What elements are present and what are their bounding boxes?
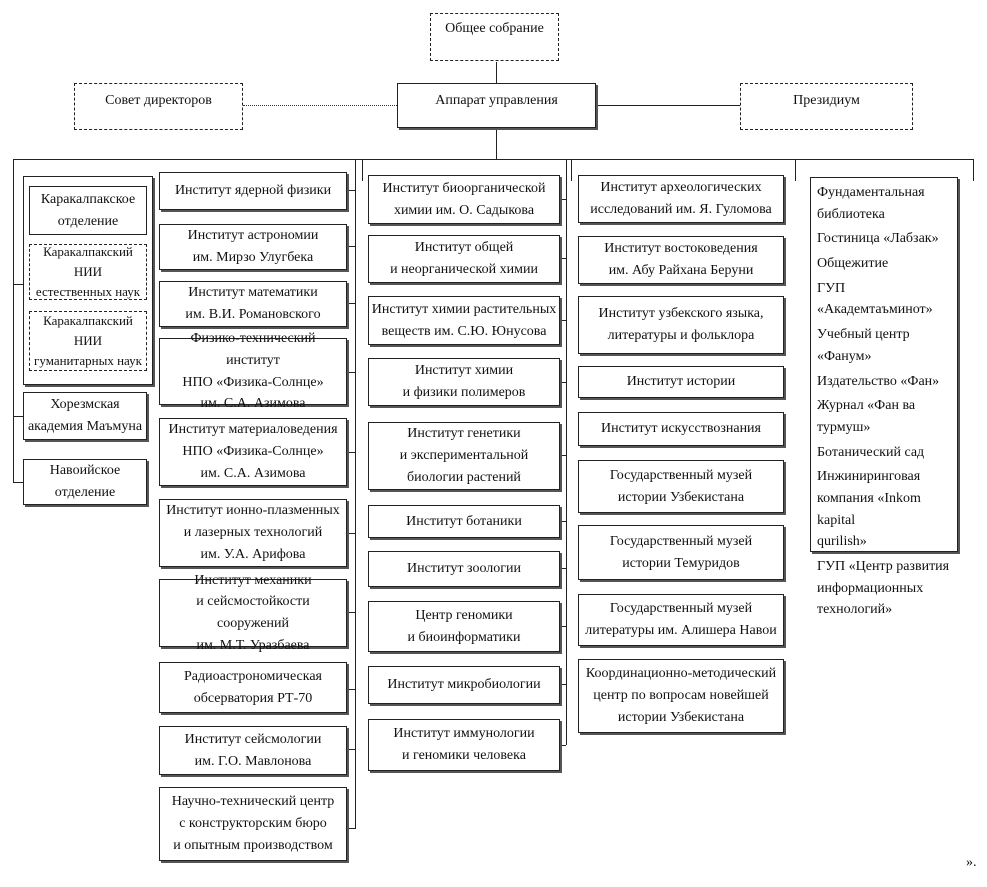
connector-col2-1 — [347, 190, 355, 191]
karakalpak-humanities-box: Каракалпакский НИИ гуманитарных наук — [29, 311, 147, 371]
connector-col2-2 — [347, 246, 355, 247]
col2-box-4: Физико-технический институт НПО «Физика-… — [159, 331, 347, 411]
col3-box-1: Институт биоорганической химии им. О. Са… — [368, 175, 560, 224]
col4-box-4: Институт истории — [578, 366, 784, 398]
general-meeting-box: Общее собрание — [430, 13, 559, 61]
connector-management-presidium — [596, 105, 740, 106]
connector-col2-5 — [347, 452, 355, 453]
col2-box-7: Институт механики и сейсмостойкости соор… — [159, 573, 347, 653]
col4-box-9: Координационно-методический центр по воп… — [578, 659, 784, 733]
connector-col3-10 — [560, 745, 566, 746]
col2-box-5: Институт материаловедения НПО «Физика-Со… — [159, 418, 347, 486]
list-item: Гостиница «Лабзак» — [817, 231, 939, 247]
list-item: Издательство «Фан» — [817, 373, 940, 389]
connector-meeting-management — [496, 62, 497, 84]
connector-drop-col2 — [355, 159, 356, 829]
connector-drop-col1 — [13, 159, 14, 482]
connector-col2-3 — [347, 303, 355, 304]
col4-box-3: Институт узбекского языка, литературы и … — [578, 296, 784, 354]
col3-box-3: Институт химии растительных веществ им. … — [368, 296, 560, 345]
connector-drop-col3b — [566, 159, 567, 745]
col4-box-7: Государственный музей истории Темуридов — [578, 525, 784, 580]
col4-box-8: Государственный музей литературы им. Али… — [578, 594, 784, 646]
connector-col2-10 — [347, 828, 355, 829]
list-item: Инжиниринговая компания «Inkom kapital q… — [817, 469, 921, 550]
directors-council-box: Совет директоров — [74, 83, 243, 130]
col2-box-6: Институт ионно-плазменных и лазерных тех… — [159, 499, 347, 567]
col4-box-2: Институт востоковедения им. Абу Райхана … — [578, 236, 784, 284]
col3-box-10: Институт иммунологии и геномики человека — [368, 719, 560, 771]
footer-mark: ». — [966, 855, 977, 870]
connector-col2-4 — [347, 372, 355, 373]
connector-drop-col4 — [571, 159, 572, 181]
connector-col3-4 — [560, 382, 566, 383]
col2-box-1: Институт ядерной физики — [159, 172, 347, 210]
connector-col3-1 — [560, 199, 566, 200]
col3-box-7: Институт зоологии — [368, 551, 560, 587]
col4-box-1: Институт археологических исследований им… — [578, 175, 784, 223]
col2-box-2: Институт астрономии им. Мирзо Улугбека — [159, 224, 347, 270]
connector-col2-9 — [347, 749, 355, 750]
list-item: Фундаментальная библиотека — [817, 185, 925, 222]
connector-col3-2 — [560, 258, 566, 259]
karakalpak-department-box: Каракалпакское отделение — [29, 186, 147, 235]
connector-col2-7 — [347, 612, 355, 613]
support-units-list: Фундаментальная библиотека Гостиница «Ла… — [810, 177, 958, 617]
connector-col3-6 — [560, 521, 566, 522]
col2-box-3: Институт математики им. В.И. Романовског… — [159, 281, 347, 327]
col2-box-9: Институт сейсмологии им. Г.О. Мавлонова — [159, 726, 347, 775]
presidium-box: Президиум — [740, 83, 913, 130]
list-item: ГУП «Центр развития информационных техно… — [817, 559, 950, 618]
karakalpak-natural-sciences-box: Каракалпакский НИИ естественных наук — [29, 244, 147, 300]
connector-col3-8 — [560, 626, 566, 627]
col3-box-4: Институт химии и физики полимеров — [368, 358, 560, 406]
list-item: Общежитие — [817, 256, 889, 272]
col3-box-8: Центр геномики и биоинформатики — [368, 601, 560, 652]
khorezm-academy-box: Хорезмская академия Маъмуна — [23, 392, 147, 440]
col3-box-2: Институт общей и неорганической химии — [368, 235, 560, 283]
col3-box-6: Институт ботаники — [368, 505, 560, 538]
connector-col2-8 — [347, 689, 355, 690]
connector-col1-khorezm — [13, 416, 23, 417]
col2-box-10: Научно-технический центр с конструкторск… — [159, 787, 347, 861]
connector-main-bus — [13, 159, 973, 160]
col2-box-8: Радиоастрономическая обсерватория РТ-70 — [159, 662, 347, 713]
list-item: Ботанический сад — [817, 444, 925, 460]
list-item: ГУП «Академтаъминот» — [817, 280, 933, 318]
connector-drop-col3 — [362, 159, 363, 181]
connector-drop-col5 — [795, 159, 796, 181]
connector-col3-9 — [560, 684, 566, 685]
connector-col3-3 — [560, 320, 566, 321]
connector-col3-7 — [560, 568, 566, 569]
connector-directors-management — [243, 105, 397, 106]
list-item: Журнал «Фан ва турмуш» — [817, 398, 916, 435]
connector-col1-navoi — [13, 482, 23, 483]
connector-col2-6 — [347, 533, 355, 534]
col4-box-6: Государственный музей истории Узбекистан… — [578, 460, 784, 513]
col3-box-5: Институт генетики и экспериментальной би… — [368, 422, 560, 490]
connector-col1-kk — [13, 284, 23, 285]
navoi-department-box: Навоийское отделение — [23, 459, 147, 505]
col3-box-9: Институт микробиологии — [368, 666, 560, 704]
connector-drop-col5b — [973, 159, 974, 181]
list-item: Учебный центр «Фанум» — [817, 327, 910, 364]
connector-col3-5 — [560, 455, 566, 456]
management-box: Аппарат управления — [397, 83, 596, 128]
connector-management-bus — [496, 128, 497, 159]
col4-box-5: Институт искусствознания — [578, 412, 784, 446]
